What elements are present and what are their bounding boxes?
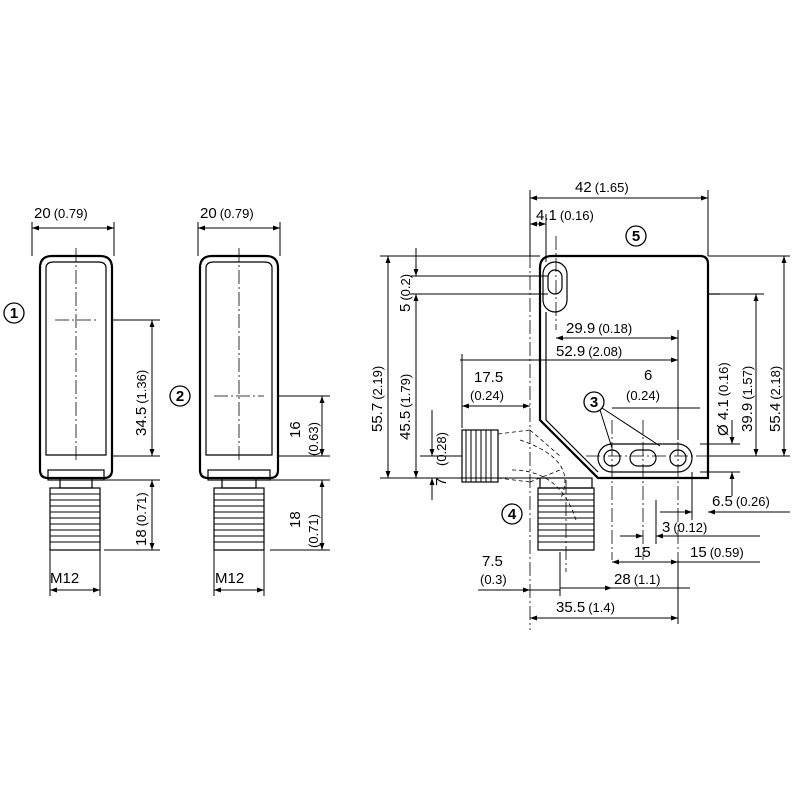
dim-conn-h-2: 18 <box>287 511 304 528</box>
front-view-1: 20(0.79) 34.5 (1.36) 18 (0.71) M12 1 <box>3 205 160 596</box>
svg-text:5(0.2): 5 (0.2) <box>397 274 414 312</box>
housing-outline-2 <box>198 254 280 480</box>
dim-conn-h-2-in: (0.71) <box>306 514 321 548</box>
dim-42: 42 <box>575 179 592 196</box>
thread-label-1: M12 <box>50 570 79 587</box>
dim-35-5: 35.5 <box>556 599 585 616</box>
callout-1 <box>3 302 25 324</box>
svg-text:1: 1 <box>10 305 18 322</box>
svg-text:45.5(1.79): 45.5 (1.79) <box>397 374 414 440</box>
dim-52-9: 52.9 <box>556 343 585 360</box>
thread-label-2: M12 <box>215 570 244 587</box>
dim-15a: 15 <box>634 544 651 561</box>
dim-axis-h: 16 <box>287 421 304 438</box>
dim-dia-4-1-in: (0.16) <box>716 362 731 396</box>
dim-39-9-in: (1.57) <box>740 366 755 400</box>
svg-text:39.9(1.57): 39.9 (1.57) <box>739 366 756 432</box>
dim-width-1: 20 <box>34 205 51 222</box>
svg-text:34.5(1.36): 34.5 (1.36) <box>133 370 150 436</box>
dim-7: 7 <box>433 478 450 486</box>
dim-window-h-in: (1.36) <box>134 370 149 404</box>
svg-text:2: 2 <box>176 388 184 405</box>
dim-window-h: 34.5 <box>133 407 150 436</box>
dim-4-1-in: (0.16) <box>560 208 594 223</box>
connector-thread-2 <box>213 487 265 551</box>
svg-text:55.7(2.19): 55.7 (2.19) <box>369 366 386 432</box>
dim-17-5: 17.5 <box>474 369 503 386</box>
dim-conn-h-1: 18 <box>133 529 150 546</box>
dim-29-9: 29.9 <box>566 320 595 337</box>
dim-17-5-in: (0.24) <box>470 388 504 403</box>
callout-4 <box>501 503 523 525</box>
svg-text:Ø 4.1(0.16): Ø 4.1 (0.16) <box>715 362 732 436</box>
svg-text:55.4(2.18): 55.4 (2.18) <box>767 366 784 432</box>
dim-dia-4-1: Ø 4.1 <box>715 399 732 436</box>
dim-width-2: 20 <box>200 205 217 222</box>
dim-55-4-in: (2.18) <box>768 366 783 400</box>
dim-7-5: 7.5 <box>482 553 503 570</box>
dim-6-in: (0.24) <box>626 388 660 403</box>
svg-text:52.9(2.08): 52.9(2.08) <box>556 343 622 360</box>
svg-text:18(0.71): 18 (0.71) <box>133 492 150 546</box>
svg-text:6.5(0.26): 6.5(0.26) <box>712 493 770 510</box>
dim-axis-h-in: (0.63) <box>306 422 321 456</box>
connector-thread <box>49 487 101 551</box>
dim-55-7: 55.7 <box>369 403 386 432</box>
dim-7-5-in: (0.3) <box>480 572 507 587</box>
callout-3 <box>583 391 605 413</box>
dim-3-in: (0.12) <box>673 520 707 535</box>
dim-5: 5 <box>397 304 414 312</box>
dim-35-5-in: (1.4) <box>588 600 615 615</box>
svg-text:4.1(0.16): 4.1(0.16) <box>536 207 594 224</box>
svg-text:28(1.1): 28(1.1) <box>614 571 660 588</box>
dim-7-in: (0.28) <box>434 432 449 466</box>
dim-width-2-in: (0.79) <box>220 206 254 221</box>
svg-text:42(1.65): 42(1.65) <box>575 179 629 196</box>
side-view: 42(1.65) 4.1(0.16) 5 55.7(2.19) 45.5(1.7… <box>369 179 790 630</box>
dim-29-9-in: (0.18) <box>598 321 632 336</box>
svg-text:5: 5 <box>632 228 640 245</box>
svg-text:20(0.79): 20(0.79) <box>34 205 88 222</box>
dim-6: 6 <box>644 367 652 384</box>
dim-28-in: (1.1) <box>634 572 661 587</box>
dim-3: 3 <box>662 519 670 536</box>
dim-52-9-in: (2.08) <box>588 344 622 359</box>
dim-55-4: 55.4 <box>767 403 784 432</box>
svg-text:3(0.12): 3(0.12) <box>662 519 707 536</box>
svg-text:35.5(1.4): 35.5(1.4) <box>556 599 615 616</box>
svg-text:29.9(0.18): 29.9(0.18) <box>566 320 632 337</box>
dim-45-5-in: (1.79) <box>398 374 413 408</box>
callout-2 <box>169 385 191 407</box>
dim-55-7-in: (2.19) <box>370 366 385 400</box>
svg-text:4: 4 <box>508 506 517 523</box>
dim-15b: 15 <box>690 544 707 561</box>
dim-5-in: (0.2) <box>398 274 413 301</box>
dim-6-5: 6.5 <box>712 493 733 510</box>
dim-4-1: 4.1 <box>536 207 557 224</box>
dim-39-9: 39.9 <box>739 403 756 432</box>
front-view-2: 20(0.79) 16 (0.63) 18 (0.71) M12 2 <box>169 205 330 596</box>
dim-15b-in: (0.59) <box>710 545 744 560</box>
dim-conn-h-1-in: (0.71) <box>134 492 149 526</box>
svg-text:3: 3 <box>590 394 598 411</box>
svg-text:15(0.59): 15(0.59) <box>690 544 744 561</box>
svg-text:20(0.79): 20(0.79) <box>200 205 254 222</box>
callout-5 <box>625 225 647 247</box>
dim-45-5: 45.5 <box>397 411 414 440</box>
side-housing-outline <box>538 254 710 480</box>
dim-28: 28 <box>614 571 631 588</box>
dim-6-5-in: (0.26) <box>736 494 770 509</box>
dim-42-in: (1.65) <box>595 180 629 195</box>
dim-width-1-in: (0.79) <box>54 206 88 221</box>
housing-outline <box>38 254 114 480</box>
